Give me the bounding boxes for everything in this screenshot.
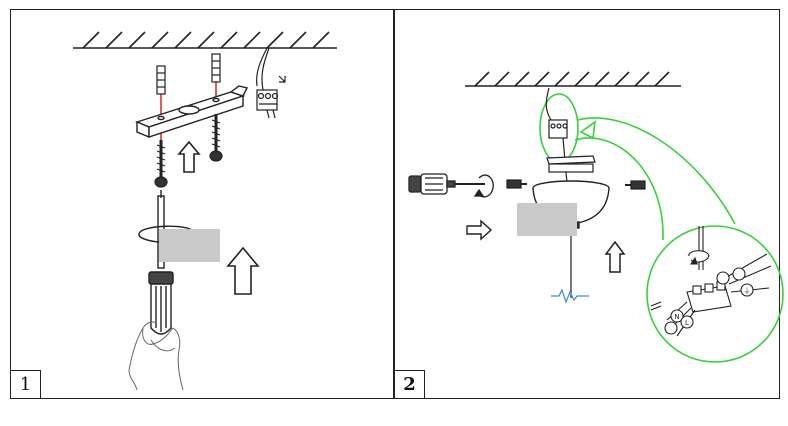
screwdriver-handle <box>148 271 174 335</box>
up-arrow <box>604 240 626 273</box>
terminal-block-detail <box>650 226 772 337</box>
step-2-illustration: ⏚ N L <box>408 71 784 363</box>
mounting-bracket <box>546 155 596 173</box>
screw-left <box>506 179 527 189</box>
ceiling-hatch <box>73 31 337 49</box>
label-earth: ⏚ <box>744 287 751 295</box>
step-2-panel: ⏚ N L 2 <box>394 9 784 399</box>
screw-left <box>154 140 168 188</box>
screw-right <box>625 180 646 190</box>
redacted-area <box>159 229 220 262</box>
ceiling-wire <box>256 47 286 119</box>
wall-plug-right <box>211 53 221 83</box>
label-neutral: N <box>674 313 679 321</box>
up-arrow-large <box>226 246 260 295</box>
step-number-2: 2 <box>395 370 425 398</box>
ceiling-hatch <box>465 71 681 87</box>
mounting-bracket <box>134 85 249 139</box>
step-1-panel: 1 <box>10 9 394 399</box>
wall-plug-left <box>156 65 166 95</box>
redacted-area <box>517 203 577 236</box>
up-arrow-small <box>177 140 201 173</box>
rotation-arrow <box>473 174 494 198</box>
terminal-labels: ⏚ N L <box>674 287 750 327</box>
step-1-illustration <box>73 31 337 391</box>
step-number-1: 1 <box>11 370 41 398</box>
label-live: L <box>685 319 689 327</box>
right-arrow <box>466 219 493 241</box>
screwdriver <box>408 173 485 195</box>
hand-outline <box>128 321 184 391</box>
wiring-highlight <box>539 93 784 363</box>
cable-break <box>551 288 589 304</box>
screw-right <box>209 114 223 162</box>
